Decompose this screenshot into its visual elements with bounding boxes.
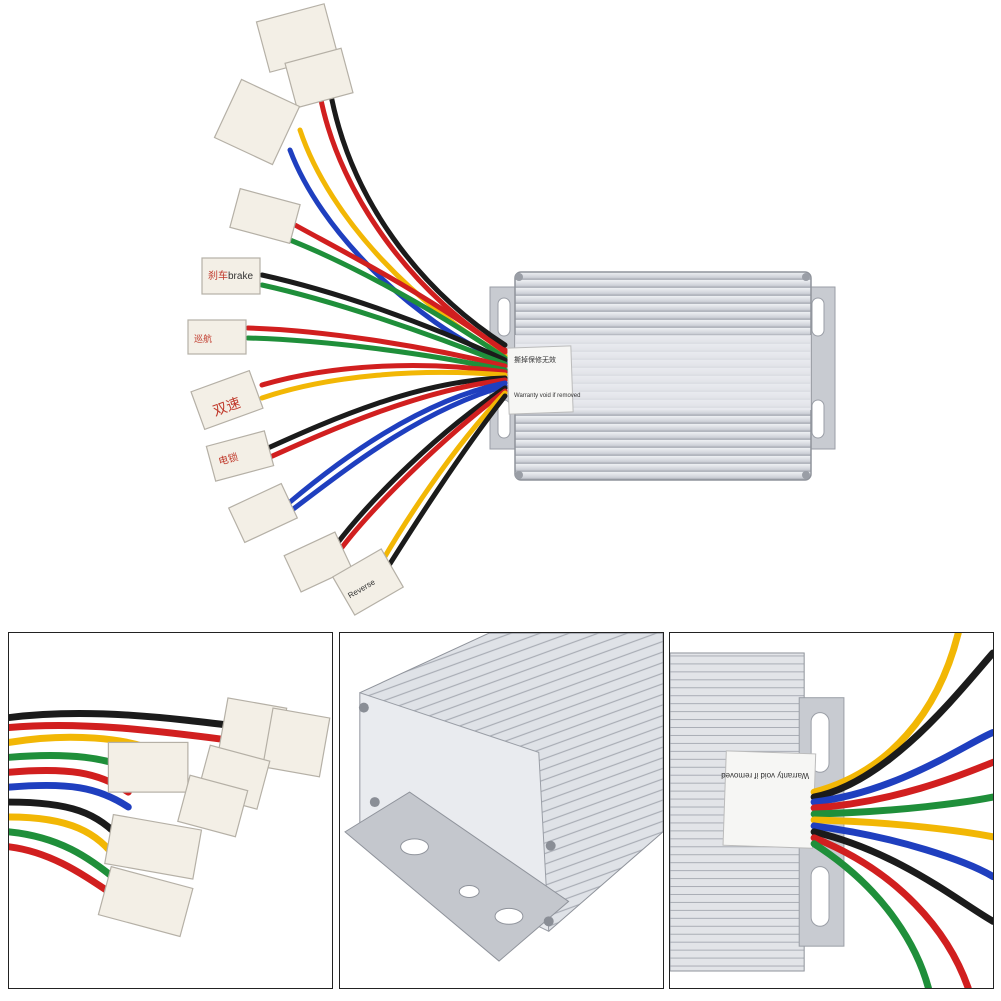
main-product-photo: 撕掉保修无效 Warranty void if removed (187, 3, 836, 616)
svg-text:巡航: 巡航 (194, 333, 212, 345)
connector-brake (201, 257, 261, 295)
controller-with-wires-image: 撕掉保修无效 Warranty void if removed (187, 3, 836, 616)
connector-sensor (227, 482, 299, 544)
connector-dual-speed (190, 369, 264, 431)
connectors (187, 3, 405, 616)
svg-text:刹车: 刹车 (208, 269, 228, 282)
svg-text:Warranty void if removed: Warranty void if removed (514, 393, 580, 399)
svg-text:撕掉保修无效: 撕掉保修无效 (514, 355, 556, 364)
connector-large-2 (213, 78, 301, 166)
housing-closeup-image (344, 633, 663, 962)
connector-port (283, 531, 353, 593)
wire-harness (245, 87, 508, 573)
connectors-closeup-image (9, 697, 331, 938)
wire-exit-closeup-image: Warranty void if removed (670, 633, 993, 988)
connector-cruise (187, 319, 247, 355)
connector-lock (205, 430, 275, 482)
connector-speed (229, 187, 301, 245)
warranty-sticker: 撕掉保修无效 Warranty void if removed (506, 345, 580, 415)
thumbnail-wire-exit[interactable]: Warranty void if removed (669, 632, 994, 989)
connector-large-1b (284, 47, 354, 109)
thumbnail-connectors[interactable] (8, 632, 333, 989)
svg-text:Warranty void if removed: Warranty void if removed (721, 771, 809, 780)
svg-text:brake: brake (228, 271, 253, 282)
thumbnail-housing[interactable] (339, 632, 664, 989)
connector-reverse (331, 548, 405, 616)
